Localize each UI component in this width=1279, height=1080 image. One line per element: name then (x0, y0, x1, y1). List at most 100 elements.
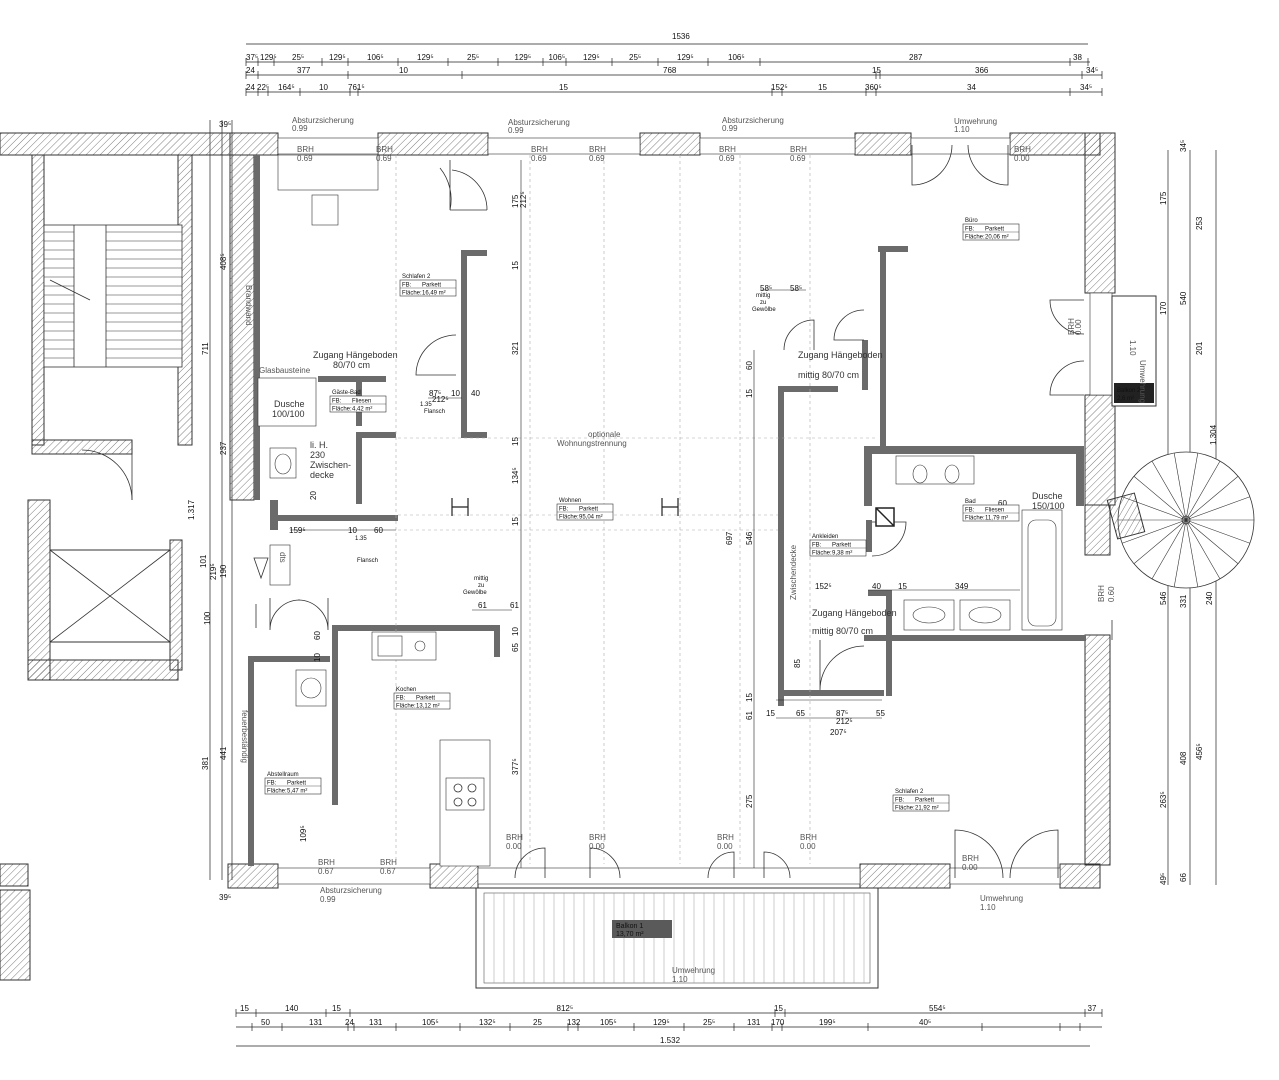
brh-14-val: 0.00 (962, 863, 978, 872)
dim-in-20: 20 (309, 491, 318, 500)
dim-bot2-12: 170 (771, 1018, 785, 1027)
dim-bot1-2: 15 (332, 1004, 341, 1013)
label-umwehrung-top-val: 1.10 (954, 125, 970, 134)
dim-top1-2: 25⁵ (292, 53, 304, 62)
label-umwehrung-right: Umwehrung (980, 894, 1023, 903)
room-name: Bad (965, 499, 976, 505)
label-optional-1: optionale (588, 430, 621, 439)
room-fb-key: FB: (402, 283, 412, 289)
brh-3: BRH (531, 145, 548, 154)
dim-left-395-bottom: 39⁵ (219, 893, 231, 902)
label-mittig-1a: mittig (474, 576, 488, 582)
room-fb: Parkett (579, 507, 598, 513)
stair-treads (44, 231, 182, 359)
stairwell (0, 132, 231, 981)
dim-top1-5: 129⁵ (417, 53, 434, 62)
interior-walls (248, 246, 1086, 866)
dim-in-40: 40 (471, 389, 480, 398)
room-fb: Parkett (985, 227, 1004, 233)
brh-11: BRH (589, 833, 606, 842)
dim-top1-13: 287 (909, 53, 923, 62)
zugang-1-val: 80/70 cm (333, 360, 370, 370)
dim-in-1525: 152⁵ (815, 582, 832, 591)
spiral-tread (1121, 519, 1187, 544)
label-flansch-2-val: 1.35 (355, 536, 367, 542)
label-flansch-2: Flansch (357, 558, 378, 564)
label-mittig-2b: zu (760, 300, 766, 306)
dim-in-1595: 159⁵ (289, 526, 306, 535)
room-area: 95,04 m² (579, 515, 603, 521)
label-umwehrung-top: Umwehrung (954, 117, 997, 126)
room-name: Schlafen 2 (402, 274, 431, 280)
dim-in-40b: 40 (872, 582, 881, 591)
spiral-tread (1185, 519, 1239, 564)
dim-in-2125b: 212⁵ (836, 717, 853, 726)
brh-10: BRH (506, 833, 523, 842)
brh-10-val: 0.00 (506, 842, 522, 851)
balcony-2: Balkon 2 2,6 m² (1111, 295, 1157, 407)
room-fb: Parkett (416, 696, 435, 702)
room-name: Schlafen 2 (895, 789, 924, 795)
brh-5-val: 0.69 (719, 154, 735, 163)
label-dts: dts (278, 552, 287, 563)
label-mittig-1c: Gewölbe (463, 590, 487, 596)
spiral-tread (1185, 519, 1199, 588)
dim-bot2-7: 132 (567, 1018, 581, 1027)
dim-in-15a: 15 (511, 261, 520, 270)
dim-in-60b: 60 (745, 361, 754, 370)
dim-in-15g: 15 (898, 582, 907, 591)
dim-left-1317: 1.317 (187, 499, 196, 520)
dim-in-585b: 58⁵ (790, 284, 802, 293)
balkon2-name: Balkon 2 (1117, 388, 1141, 394)
dim-bot1-3: 812⁵ (557, 1004, 574, 1013)
label-absturz-1: Absturzsicherung (292, 116, 354, 125)
dim-in-349: 349 (955, 582, 969, 591)
dim-top2-1: 377 (297, 66, 311, 75)
dim-in-15e: 15 (745, 693, 754, 702)
room-fb-key: FB: (267, 781, 277, 787)
dim-in-10c: 10 (511, 627, 520, 636)
dim-right-495: 49⁵ (1159, 873, 1168, 885)
dim-right-546: 546 (1159, 591, 1168, 605)
dim-top2-0: 24 (246, 66, 255, 75)
dim-left-2195: 219⁵ (209, 563, 218, 580)
room-fb-key: FB: (895, 798, 905, 804)
dim-top1-3: 129⁵ (329, 53, 346, 62)
room-area-key: Fläche: (965, 516, 985, 522)
room-area: 13,12 m² (416, 704, 440, 710)
room-fb-key: FB: (332, 399, 342, 405)
dim-in-60: 60 (374, 526, 383, 535)
label-umwehrung-balkon: Umwehrung (672, 966, 715, 975)
room-name: Kochen (396, 687, 416, 693)
dim-in-65: 65 (511, 643, 520, 652)
dim-top2-4: 15 (872, 66, 881, 75)
room-name: Ankleiden (812, 534, 838, 540)
room-area-key: Fläche: (965, 235, 985, 241)
dim-bot2-4: 105⁵ (422, 1018, 439, 1027)
dim-top3-3: 10 (319, 83, 328, 92)
balkon2-area: 2,6 m² (1117, 396, 1134, 402)
label-ih-val: 230 (310, 450, 325, 460)
label-mittig-1b: zu (478, 583, 484, 589)
dim-right-201: 201 (1195, 341, 1204, 355)
room-fb: Parkett (422, 283, 441, 289)
brh-6-val: 0.69 (790, 154, 806, 163)
label-zwischendecke-2: decke (310, 470, 334, 480)
label-umwehrung-right-val: 1.10 (980, 903, 996, 912)
brh-9-val: 0.67 (380, 867, 396, 876)
dim-in-175: 175 (511, 194, 520, 208)
dim-right-345: 34⁵ (1179, 140, 1188, 152)
brh-4: BRH (589, 145, 606, 154)
dim-in-61a: 61 (745, 711, 754, 720)
dim-right-1304: 1.304 (1209, 424, 1218, 445)
zugang-2-val: mittig 80/70 cm (798, 370, 859, 380)
brh-2-val: 0.69 (376, 154, 392, 163)
dim-in-275: 275 (745, 794, 754, 808)
